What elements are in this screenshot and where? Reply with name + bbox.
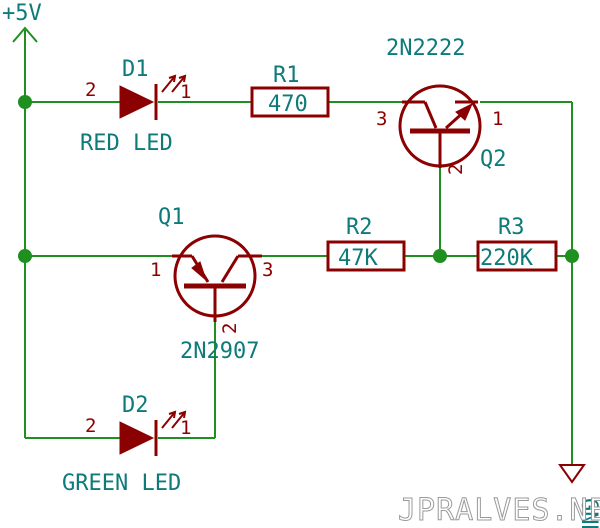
d2-pin-anode: 2 bbox=[85, 415, 96, 437]
junctions bbox=[18, 95, 579, 263]
resistor-r3: R3 220K bbox=[476, 215, 558, 272]
r1-ref: R1 bbox=[273, 63, 300, 88]
ground-label: GND bbox=[576, 498, 600, 528]
d2-ref: D2 bbox=[122, 393, 149, 418]
r2-value: 47K bbox=[338, 246, 378, 271]
diode-triangle-icon bbox=[119, 421, 155, 455]
watermark-text: JPRALVES.NET bbox=[398, 493, 600, 528]
diode-d1: D1 RED LED 2 1 bbox=[80, 57, 191, 156]
resistor-body-icon bbox=[326, 240, 406, 272]
transistor-collector-icon bbox=[423, 101, 438, 129]
emission-arrow-icon bbox=[171, 411, 186, 429]
wires bbox=[24, 30, 573, 465]
d1-pin-anode: 2 bbox=[85, 79, 96, 101]
transistor-arrow-icon bbox=[191, 261, 208, 282]
q2-pin-base: 2 bbox=[445, 164, 467, 175]
junction-dot bbox=[18, 95, 32, 109]
transistor-q1: Q1 2N2907 1 3 2 bbox=[150, 205, 273, 364]
resistor-body-icon bbox=[476, 240, 558, 272]
emission-arrow-icon bbox=[171, 75, 186, 93]
q2-ref: Q2 bbox=[480, 147, 507, 172]
q1-part: 2N2907 bbox=[180, 339, 259, 364]
emission-arrowhead-icon bbox=[178, 410, 187, 419]
ground-symbol: GND bbox=[558, 464, 600, 528]
emission-arrowhead-icon bbox=[168, 74, 177, 83]
power-arrow-icon bbox=[12, 26, 38, 43]
q1-pin-collector: 3 bbox=[262, 259, 273, 281]
emission-arrowhead-icon bbox=[178, 74, 187, 83]
r3-ref: R3 bbox=[498, 215, 525, 240]
junction-dot bbox=[565, 249, 579, 263]
junction-dot bbox=[433, 249, 447, 263]
emission-arrow-icon bbox=[161, 75, 176, 93]
q1-pin-base: 2 bbox=[219, 323, 241, 334]
r2-ref: R2 bbox=[346, 215, 373, 240]
diode-d2: D2 GREEN LED 2 1 bbox=[62, 393, 191, 496]
diode-triangle-icon bbox=[119, 85, 155, 119]
transistor-arrow-icon bbox=[455, 102, 474, 121]
transistor-collector-icon bbox=[220, 255, 240, 283]
d1-ref: D1 bbox=[122, 57, 149, 82]
r1-value: 470 bbox=[268, 92, 308, 117]
resistor-body-icon bbox=[250, 86, 330, 118]
resistor-r1: R1 470 bbox=[250, 63, 330, 118]
d2-name: GREEN LED bbox=[62, 471, 181, 496]
r3-value: 220K bbox=[480, 246, 534, 271]
q1-pin-emitter: 1 bbox=[150, 259, 161, 281]
q2-part: 2N2222 bbox=[386, 36, 465, 61]
d1-name: RED LED bbox=[80, 131, 173, 156]
resistor-r2: R2 47K bbox=[326, 215, 406, 272]
ground-icon bbox=[558, 464, 586, 484]
emission-arrowhead-icon bbox=[168, 410, 177, 419]
q1-ref: Q1 bbox=[158, 205, 185, 230]
power-symbol: +5V bbox=[2, 1, 42, 43]
junction-dot bbox=[18, 249, 32, 263]
transistor-q2: 2N2222 Q2 3 1 2 bbox=[376, 36, 507, 175]
emission-arrow-icon bbox=[161, 411, 176, 429]
power-label: +5V bbox=[2, 1, 42, 26]
d2-pin-cathode: 1 bbox=[180, 417, 191, 439]
q2-pin-collector: 3 bbox=[376, 108, 387, 130]
q2-pin-emitter: 1 bbox=[492, 108, 503, 130]
d1-pin-cathode: 1 bbox=[180, 81, 191, 103]
